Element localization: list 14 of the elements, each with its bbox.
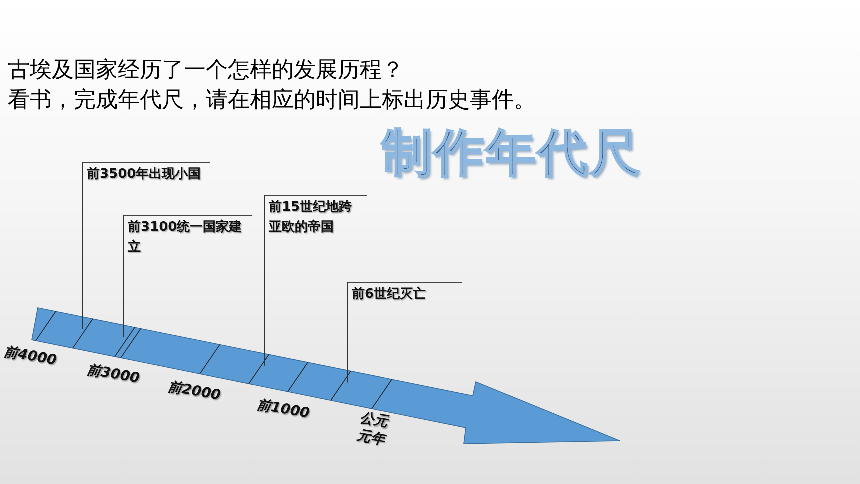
tick-label: 前2000: [166, 378, 222, 405]
leader-line: [264, 194, 266, 366]
callout-label: 前3500年出现小国: [83, 162, 210, 208]
callout-label: 前6世纪灭亡: [348, 282, 462, 308]
leader-line: [82, 162, 84, 330]
question-text: 古埃及国家经历了一个怎样的发展历程？: [8, 58, 404, 84]
tick-label: 前3000: [86, 361, 142, 388]
tick-label: 前1000: [256, 396, 312, 423]
tick-label: 公元元年: [356, 409, 391, 450]
instruction-text: 看书，完成年代尺，请在相应的时间上标出历史事件。: [8, 88, 536, 114]
title: 制作年代尺: [382, 124, 642, 182]
callout-label: 前3100统一国家建立: [124, 215, 252, 261]
callout-label: 前15世纪地跨亚欧的帝国: [265, 195, 367, 241]
tick-label: 前4000: [2, 343, 58, 370]
